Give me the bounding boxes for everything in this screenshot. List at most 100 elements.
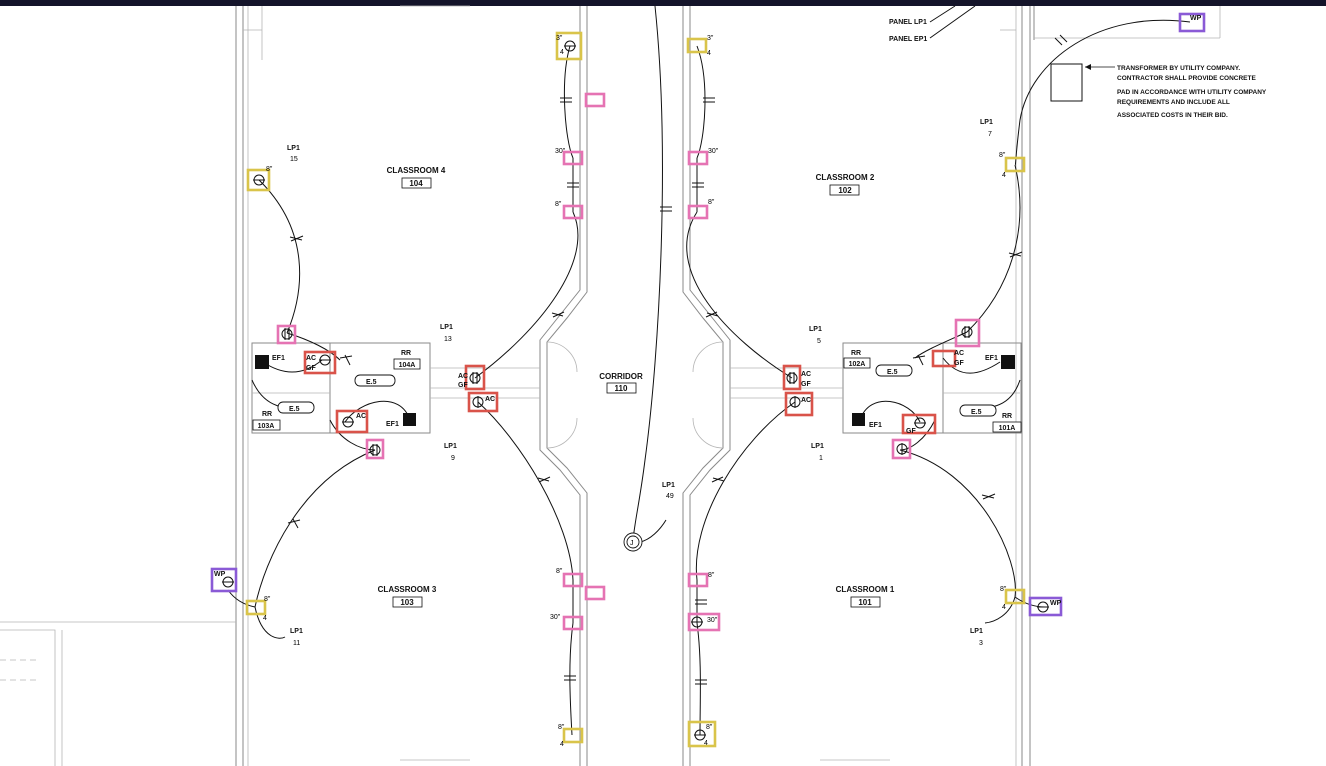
red-highlight-box xyxy=(784,391,814,417)
mount-height: 30" xyxy=(707,617,718,624)
mount-height: 8" xyxy=(266,166,273,173)
homerun-circuit: 9 xyxy=(451,455,455,462)
yellow-highlight-box xyxy=(246,168,271,192)
panel-ep1-label: PANEL EP1 xyxy=(889,36,927,43)
ac-label: AC xyxy=(485,396,495,403)
pink-highlight-box xyxy=(562,204,584,220)
circuit-number: 4 xyxy=(704,740,708,747)
ac-label: AC xyxy=(306,355,316,362)
pink-highlight-box xyxy=(687,572,709,588)
yellow-highlight-box xyxy=(1004,156,1026,173)
gf-label: GF xyxy=(954,360,964,367)
red-highlight-box xyxy=(335,409,369,434)
yellow-highlight-box xyxy=(686,37,708,54)
room-name-rr101a: RR xyxy=(1002,413,1012,420)
room-name-rr103a: RR xyxy=(262,411,272,418)
room-number-corridor: 110 xyxy=(615,384,628,393)
wp-label: WP xyxy=(1050,600,1062,607)
red-highlight-box xyxy=(931,349,957,368)
mount-height: 8" xyxy=(558,724,565,731)
note-line-4: REQUIREMENTS AND INCLUDE ALL xyxy=(1117,99,1230,106)
purple-highlight-box xyxy=(1028,596,1063,617)
red-highlight-box xyxy=(467,391,499,413)
room-number-rr104a: 104A xyxy=(399,362,416,369)
mount-height: 8" xyxy=(1000,586,1007,593)
yellow-highlight-box xyxy=(555,31,583,61)
junction-box-label: J xyxy=(630,540,634,547)
mount-height: 8" xyxy=(708,199,715,206)
pink-highlight-box xyxy=(562,150,584,166)
device-symbols xyxy=(255,63,1115,426)
wire-tick-marks xyxy=(287,34,1068,685)
pink-highlight-box xyxy=(687,204,709,220)
red-highlight-box xyxy=(303,350,337,375)
pink-highlight-box xyxy=(276,324,297,345)
room-number-rr103a: 103A xyxy=(258,423,275,430)
homerun-circuit: 13 xyxy=(444,336,452,343)
gf-label: GF xyxy=(906,428,916,435)
pink-highlight-box xyxy=(365,438,385,460)
note-line-2: CONTRACTOR SHALL PROVIDE CONCRETE xyxy=(1117,75,1256,82)
room-name-classroom3: CLASSROOM 3 xyxy=(378,585,437,594)
circuit-number: 4 xyxy=(1002,172,1006,179)
gf-label: GF xyxy=(306,365,316,372)
homerun-panel-label: LP1 xyxy=(444,443,457,450)
homerun-circuit: 3 xyxy=(979,640,983,647)
red-highlight-box xyxy=(901,413,937,435)
homerun-circuit: 15 xyxy=(290,156,298,163)
room-number-classroom1: 101 xyxy=(858,598,872,607)
e5-label: E.5 xyxy=(887,369,898,376)
homerun-circuit: 49 xyxy=(666,493,674,500)
circuit-number: 4 xyxy=(1002,604,1006,611)
room-number-classroom4: 104 xyxy=(409,179,423,188)
room-name-rr102a: RR xyxy=(851,350,861,357)
ef-label: EF1 xyxy=(272,355,285,362)
wp-label: WP xyxy=(214,571,226,578)
gf-label: GF xyxy=(801,381,811,388)
room-number-rr102a: 102A xyxy=(849,361,866,368)
red-highlight-box xyxy=(782,364,802,391)
ef-label: EF1 xyxy=(985,355,998,362)
wp-label: WP xyxy=(1190,15,1202,22)
transformer-note: TRANSFORMER BY UTILITY COMPANY. CONTRACT… xyxy=(1117,65,1267,119)
homerun-circuit: 11 xyxy=(293,640,300,647)
mount-height: 8" xyxy=(706,724,713,731)
pink-highlight-box xyxy=(562,615,584,631)
panel-lp1-label: PANEL LP1 xyxy=(889,19,927,26)
circuit-number: 4 xyxy=(560,741,564,748)
homerun-panel-label: LP1 xyxy=(287,145,300,152)
mount-height: 30" xyxy=(555,148,566,155)
e5-label: E.5 xyxy=(971,409,982,416)
ac-label: AC xyxy=(356,413,366,420)
pink-highlight-box xyxy=(584,92,606,108)
note-line-5: ASSOCIATED COSTS IN THEIR BID. xyxy=(1117,112,1228,119)
gf-label: GF xyxy=(458,382,468,389)
homerun-panel-label: LP1 xyxy=(662,482,675,489)
ac-label: AC xyxy=(954,350,964,357)
mount-height: 8" xyxy=(556,568,563,575)
homerun-panel-label: LP1 xyxy=(440,324,453,331)
room-name-classroom1: CLASSROOM 1 xyxy=(836,585,895,594)
mount-height: 3" xyxy=(556,35,563,42)
mount-height: 3" xyxy=(707,35,714,42)
top-title-bar xyxy=(0,0,1326,6)
pink-highlight-box xyxy=(687,612,721,632)
circuit-wiring xyxy=(227,5,1191,736)
ef-label: EF1 xyxy=(869,422,882,429)
pink-highlight-box xyxy=(954,318,981,348)
yellow-highlight-box xyxy=(1004,588,1026,605)
mount-height: 8" xyxy=(999,152,1006,159)
ef-label: EF1 xyxy=(386,421,399,428)
ac-label: AC xyxy=(458,373,468,380)
mount-height: 8" xyxy=(555,201,562,208)
ac-label: AC xyxy=(801,371,811,378)
room-number-classroom2: 102 xyxy=(838,186,852,195)
homerun-circuit: 7 xyxy=(988,131,992,138)
circuit-number: 4 xyxy=(707,50,711,57)
yellow-highlight-box xyxy=(562,727,584,744)
room-number-rr101a: 101A xyxy=(999,425,1016,432)
pink-highlight-box xyxy=(584,585,606,601)
pink-highlight-box xyxy=(891,438,912,460)
e5-label: E.5 xyxy=(289,406,300,413)
homerun-panel-label: LP1 xyxy=(811,443,824,450)
